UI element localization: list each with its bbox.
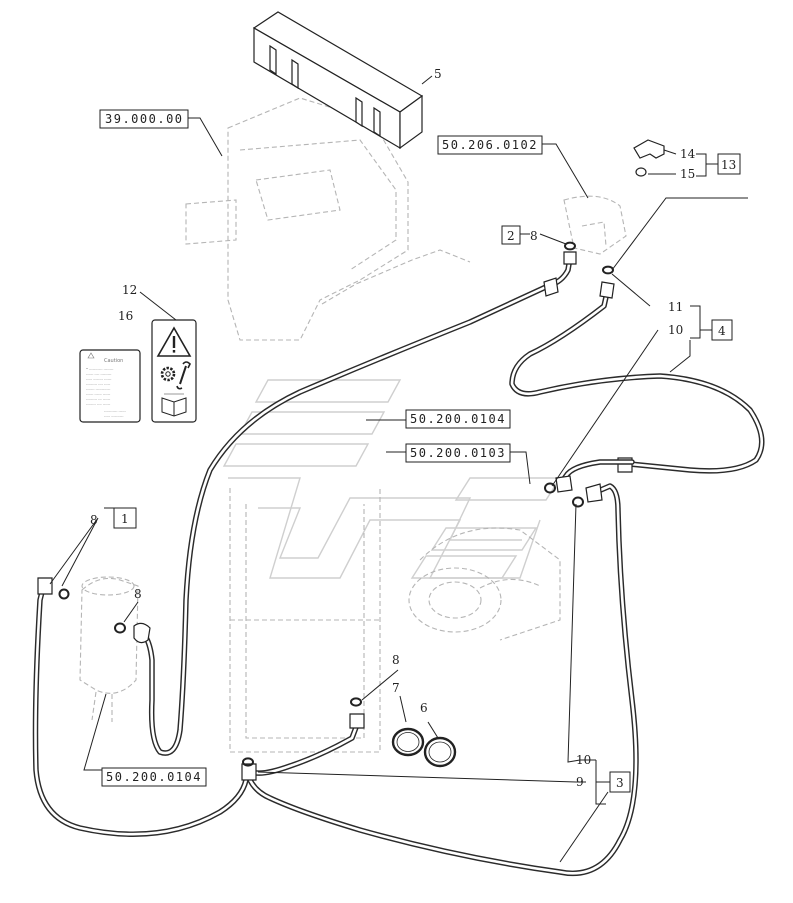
hose-lower-middle (241, 713, 365, 781)
o-ring (572, 496, 584, 508)
hose-clamp (391, 727, 425, 757)
callout-8: 8 (90, 513, 98, 527)
svg-text:-------- ---- ------: -------- ---- ------ (86, 402, 111, 406)
hose-clamp (423, 736, 457, 768)
callout-1: 1 (121, 512, 129, 526)
callout-4: 4 (718, 324, 726, 338)
callout-2: 2 (507, 229, 515, 243)
o-rings (58, 241, 614, 767)
manual-book-icon (161, 393, 187, 417)
o-ring (242, 757, 254, 767)
svg-text:50.200.0104: 50.200.0104 (106, 770, 202, 784)
watermark-logo (222, 379, 562, 579)
hose-clamp-inner (396, 732, 420, 752)
clip-and-washer-parts (633, 139, 665, 177)
caution-decal: Caution • ----------- -------- ------ --… (79, 349, 141, 423)
svg-text:----------- ------: ----------- ------ (104, 409, 127, 413)
svg-text:--------- ---- -----: --------- ---- ----- (86, 382, 111, 386)
boxed-callouts: 2 13 4 1 3 (113, 153, 741, 793)
callout-5: 5 (434, 67, 442, 81)
callout-numbers: 5 14 15 8 11 10 12 16 8 8 8 7 6 10 9 (90, 67, 696, 789)
hose-upper-left (133, 251, 577, 756)
callout-11: 11 (668, 300, 683, 314)
reference-box-39: 39.000.00 (99, 109, 189, 129)
callout-14: 14 (680, 147, 696, 161)
o-ring (114, 622, 126, 634)
svg-text:50.200.0104: 50.200.0104 (410, 412, 506, 426)
svg-text:------ ------ ------: ------ ------ ------ (86, 392, 111, 396)
reference-box-50-200-0103: 50.200.0103 (405, 443, 511, 463)
svg-text:------- ------------: ------- ------------ (86, 387, 111, 391)
svg-text:39.000.00: 39.000.00 (105, 112, 184, 126)
frame-ghost (229, 488, 381, 753)
o-ring (564, 241, 576, 251)
svg-text:----- ----------: ----- ---------- (104, 414, 124, 418)
callout-8: 8 (134, 587, 142, 601)
callout-13: 13 (721, 158, 736, 172)
callout-9: 9 (576, 775, 584, 789)
foam-block-part (252, 11, 424, 150)
svg-text:----- -------- ------: ----- -------- ------ (86, 377, 112, 381)
callout-10: 10 (668, 323, 683, 337)
filter-housing-ghost (79, 576, 139, 722)
o-ring (58, 588, 70, 600)
callout-10: 10 (576, 753, 591, 767)
callout-6: 6 (420, 701, 428, 715)
reference-box-50-200-0104-bottom: 50.200.0104 (101, 767, 207, 787)
callout-15: 15 (680, 167, 695, 181)
hose-clamp-inner (428, 741, 452, 763)
gear-icon (160, 366, 176, 382)
reference-box-50-200-0104-top: 50.200.0104 (405, 409, 511, 429)
callout-8: 8 (530, 229, 538, 243)
callout-7: 7 (392, 681, 400, 695)
hose-right-long (247, 459, 639, 876)
callout-16: 16 (118, 309, 133, 323)
wrench-icon (176, 361, 191, 390)
o-ring (350, 697, 362, 707)
svg-text:------ ---- ---------: ------ ---- --------- (86, 372, 112, 376)
callout-12: 12 (122, 283, 137, 297)
warning-decal (151, 319, 197, 423)
callout-3: 3 (616, 776, 624, 790)
warning-triangle-icon (156, 326, 192, 357)
leader-lines (49, 75, 748, 863)
o-ring (602, 265, 614, 275)
svg-text:--------- --- ------: --------- --- ------ (86, 397, 111, 401)
o-ring (544, 482, 556, 494)
svg-text:• ----------- --------: • ----------- -------- (86, 367, 114, 371)
pump-assembly-ghost (408, 527, 561, 641)
hose-lower-left (32, 577, 249, 837)
callout-8: 8 (392, 653, 400, 667)
hose-upper-right-loop (509, 281, 765, 474)
svg-text:50.206.0102: 50.206.0102 (442, 138, 538, 152)
hose-clamps (391, 727, 457, 768)
svg-text:50.200.0103: 50.200.0103 (410, 446, 506, 460)
decal-heading: Caution (104, 358, 123, 364)
reference-box-50-206-0102: 50.206.0102 (437, 135, 543, 155)
